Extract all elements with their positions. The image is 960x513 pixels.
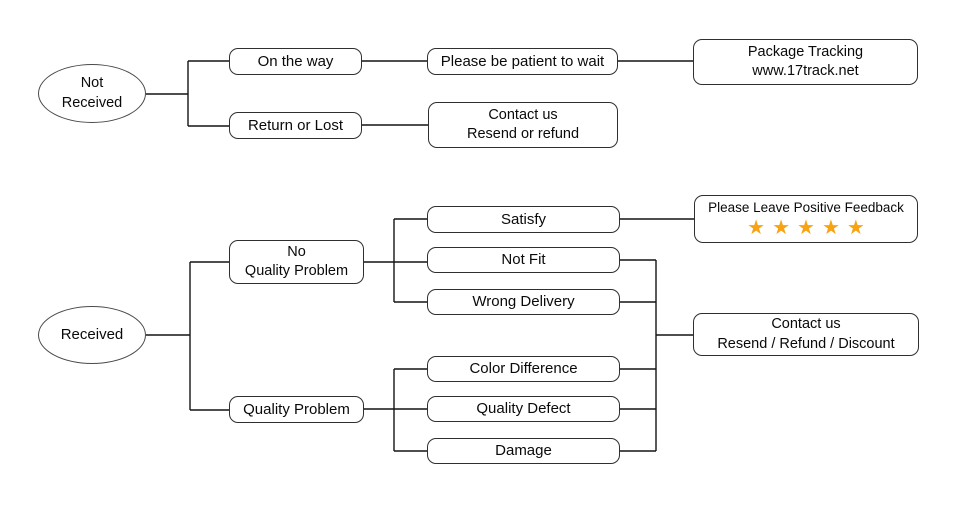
star-rating-icon: ★★★★★ xyxy=(747,217,872,240)
node-quality-problem: Quality Problem xyxy=(229,396,364,423)
node-contact-us-resend-or-refund: Contact us Resend or refund xyxy=(428,102,618,148)
node-positive-feedback: Please Leave Positive Feedback ★★★★★ xyxy=(694,195,918,243)
node-label: Received xyxy=(60,326,124,344)
node-not-fit: Not Fit xyxy=(427,247,620,273)
node-label: Damage xyxy=(495,442,552,460)
node-package-tracking: Package Tracking www.17track.net xyxy=(693,39,918,85)
node-on-the-way: On the way xyxy=(229,48,362,75)
tracking-url: www.17track.net xyxy=(752,63,859,79)
node-please-be-patient: Please be patient to wait xyxy=(427,48,618,75)
node-label: Please Leave Positive Feedback xyxy=(708,199,904,215)
node-label: Quality Defect xyxy=(476,400,571,418)
node-label: Contact us xyxy=(488,106,558,123)
node-label: Return or Lost xyxy=(247,116,344,134)
node-label: Not Fit xyxy=(501,251,546,269)
node-color-difference: Color Difference xyxy=(427,356,620,382)
node-label: Satisfy xyxy=(500,210,546,228)
node-quality-defect: Quality Defect xyxy=(427,396,620,422)
node-wrong-delivery: Wrong Delivery xyxy=(427,289,620,315)
node-label: Received xyxy=(61,94,123,111)
node-label: On the way xyxy=(257,52,334,70)
node-label: Wrong Delivery xyxy=(472,293,575,311)
node-damage: Damage xyxy=(427,438,620,464)
node-label: Color Difference xyxy=(469,360,578,378)
node-return-or-lost: Return or Lost xyxy=(229,112,362,139)
node-not-received: Not Received xyxy=(38,64,146,123)
node-label: Please be patient to wait xyxy=(440,52,605,70)
node-label: No xyxy=(287,243,306,260)
node-label: Package Tracking xyxy=(747,43,864,60)
node-contact-us-resend-refund-discount: Contact us Resend / Refund / Discount xyxy=(693,313,919,356)
node-satisfy: Satisfy xyxy=(427,206,620,233)
node-label: Resend / Refund / Discount xyxy=(717,335,895,352)
node-label: Quality Problem xyxy=(243,400,350,418)
node-no-quality-problem: No Quality Problem xyxy=(229,240,364,284)
node-label: Quality Problem xyxy=(244,263,349,279)
node-label: Resend or refund xyxy=(466,126,580,142)
node-label: Not xyxy=(80,75,104,92)
node-label: Contact us xyxy=(771,316,841,333)
node-received: Received xyxy=(38,306,146,364)
